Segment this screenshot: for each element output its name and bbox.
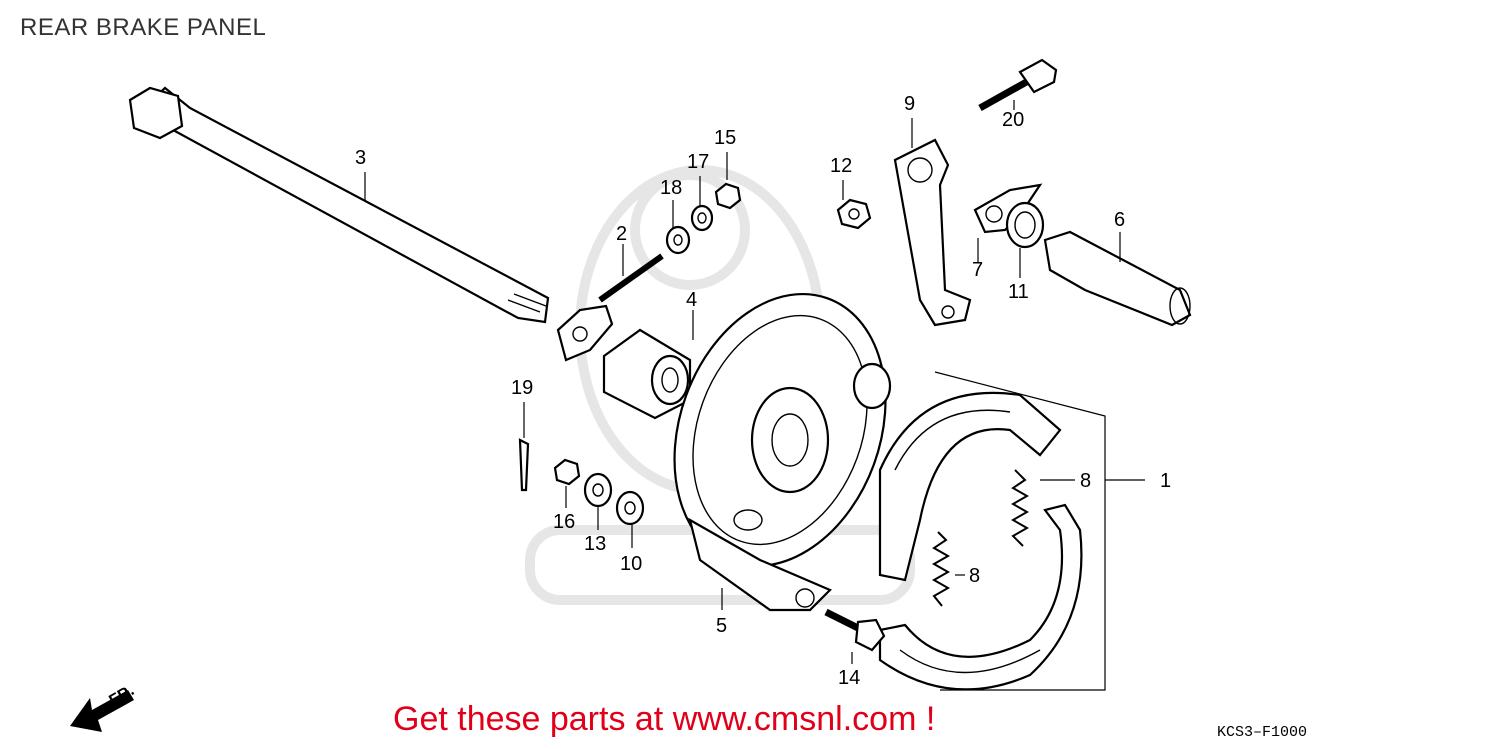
spring-part-8-lower[interactable] bbox=[931, 531, 951, 607]
callout-labels: 1 2 3 4 5 6 7 8 8 9 10 11 12 13 14 15 16… bbox=[355, 93, 1171, 689]
callout-13: 13 bbox=[584, 533, 606, 555]
callout-11: 11 bbox=[1008, 281, 1029, 303]
callout-8-lower: 8 bbox=[969, 565, 980, 587]
callout-9: 9 bbox=[904, 93, 915, 115]
callout-4: 4 bbox=[686, 289, 697, 311]
callout-7: 7 bbox=[972, 259, 983, 281]
washer-part-17[interactable] bbox=[665, 225, 691, 255]
nut-part-15[interactable] bbox=[714, 182, 742, 210]
callout-17: 17 bbox=[687, 151, 709, 173]
front-direction-arrow: FR. bbox=[70, 682, 137, 732]
callout-8-upper: 8 bbox=[1080, 470, 1091, 492]
cotter-pin-part-19[interactable] bbox=[518, 438, 530, 492]
callout-14: 14 bbox=[838, 667, 860, 689]
brake-panel-part-5[interactable] bbox=[638, 264, 922, 612]
stud-bolt-part-2[interactable] bbox=[556, 253, 664, 362]
nut-part-16[interactable] bbox=[553, 458, 581, 486]
diagram-code: KCS3–F1000 bbox=[1217, 724, 1308, 741]
seal-part-11[interactable] bbox=[1005, 201, 1045, 249]
callout-16: 16 bbox=[553, 511, 575, 533]
callout-5: 5 bbox=[716, 615, 727, 637]
brake-cam-part-6[interactable] bbox=[1043, 230, 1192, 327]
callout-6: 6 bbox=[1114, 209, 1125, 231]
callout-19: 19 bbox=[511, 377, 533, 399]
leader-lines bbox=[364, 100, 1145, 664]
brake-shoe-upper-part-1[interactable] bbox=[878, 391, 1062, 582]
page-title: REAR BRAKE PANEL bbox=[20, 14, 267, 41]
callout-1: 1 bbox=[1160, 470, 1171, 492]
callout-2: 2 bbox=[616, 223, 627, 245]
shop-banner-link[interactable]: Get these parts at www.cmsnl.com ! bbox=[393, 700, 936, 738]
callout-12: 12 bbox=[830, 155, 852, 177]
bolt-part-20[interactable] bbox=[978, 58, 1058, 112]
callout-15: 15 bbox=[714, 127, 736, 149]
callout-10: 10 bbox=[620, 553, 642, 575]
spring-part-8-upper[interactable] bbox=[1010, 469, 1030, 547]
brake-shoe-lower-part-1[interactable] bbox=[878, 503, 1083, 691]
washer-part-10[interactable] bbox=[615, 490, 645, 526]
collar-part-4[interactable] bbox=[602, 328, 692, 420]
callout-18: 18 bbox=[660, 177, 682, 199]
axle-part-3[interactable] bbox=[128, 86, 550, 324]
bolt-part-14[interactable] bbox=[824, 608, 886, 652]
brake-arm-part-9[interactable] bbox=[893, 138, 972, 327]
washer-part-13[interactable] bbox=[583, 472, 613, 508]
callout-3: 3 bbox=[355, 147, 366, 169]
washer-part-18[interactable] bbox=[690, 204, 714, 232]
nut-part-12[interactable] bbox=[836, 198, 872, 230]
callout-20: 20 bbox=[1002, 109, 1024, 131]
